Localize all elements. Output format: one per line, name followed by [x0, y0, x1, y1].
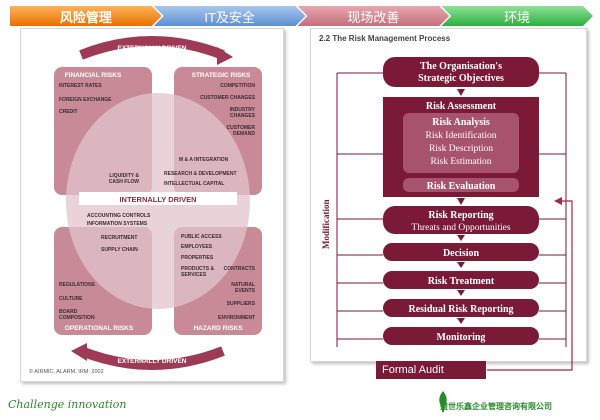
center-item: LIQUIDITY &: [109, 173, 139, 179]
financial-item: INTEREST RATES: [59, 83, 102, 89]
center-item: M & A INTEGRATION: [179, 157, 229, 163]
financial-risks-title: FINANCIAL RISKS: [65, 72, 122, 79]
operational-risks-title: OPERATIONAL RISKS: [65, 325, 134, 332]
operational-item: CULTURE: [59, 296, 83, 302]
top-tab-bar: 风险管理 IT及安全 现场改善 环境: [10, 6, 585, 26]
financial-item: FOREIGN EXCHANGE: [59, 97, 112, 103]
internal-band: [79, 192, 237, 205]
hazard-item: PUBLIC ACCESS: [181, 234, 222, 240]
operational-item: BOARD: [59, 309, 78, 315]
objectives-line1: The Organisation's: [420, 61, 502, 72]
risk-estimation: Risk Estimation: [431, 157, 492, 167]
center-item: INTELLECTUAL CAPITAL: [164, 181, 224, 187]
formal-audit-box: Formal Audit: [376, 361, 486, 379]
risk-analysis-title: Risk Analysis: [432, 117, 490, 128]
objectives-line2: Strategic Objectives: [418, 73, 504, 84]
risk-description: Risk Description: [429, 144, 493, 154]
hazard-item: CONTRACTS: [224, 266, 256, 272]
hazard-item: NATURAL: [231, 282, 255, 288]
hazard-item: ENVIRONMENT: [218, 315, 255, 321]
hazard-item: PROPERTIES: [181, 255, 214, 261]
external-arrow-top: [79, 36, 225, 60]
company-logo-icon: [439, 391, 447, 412]
hazard-item: PRODUCTS &: [181, 266, 214, 272]
strategic-item: CUSTOMER CHANGES: [200, 95, 256, 101]
objectives-box: [383, 57, 539, 87]
flow-arrow: [457, 262, 465, 268]
decision-label: Decision: [443, 248, 480, 259]
center-item: RESEARCH & DEVELOPMENT: [164, 171, 237, 177]
risk-analysis-box: [403, 113, 519, 173]
modification-label: Modification: [321, 200, 331, 250]
center-item: RECRUITMENT: [101, 235, 137, 241]
footer-company-name: 盛世乐鑫企业管理咨询有限公司: [440, 402, 552, 411]
center-item: ACCOUNTING CONTROLS: [87, 213, 151, 219]
flow-arrow: [457, 198, 465, 205]
risk-assessment-title: Risk Assessment: [426, 101, 497, 112]
footer-slogan: Challenge innovation: [8, 398, 127, 411]
operational-item: COMPOSITION: [59, 315, 95, 321]
risk-treatment-label: Risk Treatment: [428, 276, 495, 287]
internally-driven-label: INTERNALLY DRIVEN: [119, 195, 196, 204]
strategic-item: COMPETITION: [220, 83, 255, 89]
risk-evaluation-label: Risk Evaluation: [427, 181, 496, 192]
hazard-item: SERVICES: [181, 272, 207, 278]
hazard-risks-title: HAZARD RISKS: [193, 325, 243, 332]
process-heading: 2.2 The Risk Management Process: [319, 34, 451, 43]
strategic-risks-title: STRATEGIC RISKS: [192, 72, 251, 79]
strategic-item: CHANGES: [230, 113, 256, 119]
flow-arrow: [457, 318, 465, 324]
risk-evaluation-box: [403, 178, 519, 192]
risk-process-diagram: 2.2 The Risk Management Process Modifica…: [310, 28, 587, 362]
strategic-item: DEMAND: [233, 131, 255, 137]
risk-drivers-svg: EXTERNALLY DRIVEN EXTERNALLY DRIVEN INTE…: [29, 36, 262, 375]
operational-item: REGULATIONS: [59, 282, 96, 288]
risk-reporting-subtitle: Threats and Opportunities: [411, 223, 511, 233]
externally-driven-bottom: EXTERNALLY DRIVEN: [118, 358, 187, 365]
residual-risk-label: Residual Risk Reporting: [408, 304, 513, 315]
financial-item: CREDIT: [59, 109, 78, 115]
externally-driven-top: EXTERNALLY DRIVEN: [118, 45, 187, 52]
center-item: CASH FLOW: [109, 179, 140, 185]
tab-risk-management[interactable]: 风险管理: [10, 6, 162, 26]
risk-process-svg: 2.2 The Risk Management Process Modifica…: [319, 34, 567, 347]
center-item: SUPPLY CHAIN: [101, 247, 138, 253]
hazard-item: SUPPLIERS: [227, 301, 256, 307]
arrow-head-top: [217, 47, 233, 65]
risk-reporting-title: Risk Reporting: [428, 210, 493, 221]
hazard-item: EVENTS: [235, 288, 256, 294]
monitoring-label: Monitoring: [437, 332, 486, 343]
strategic-item: CUSTOMER: [226, 125, 255, 131]
hazard-item: EMPLOYEES: [181, 244, 213, 250]
arrow-head-bottom: [71, 343, 87, 361]
strategic-item: INDUSTRY: [230, 107, 256, 113]
tab-site-improvement[interactable]: 现场改善: [298, 6, 450, 26]
flow-arrow: [457, 290, 465, 296]
copyright-credit: © AIRMIC, ALARM, IRM: 2002: [29, 368, 104, 375]
risk-drivers-diagram: EXTERNALLY DRIVEN EXTERNALLY DRIVEN INTE…: [20, 28, 284, 382]
tab-it-security[interactable]: IT及安全: [154, 6, 306, 26]
risk-identification: Risk Identification: [426, 130, 497, 141]
external-arrow-bottom: [79, 346, 225, 370]
flow-arrow: [457, 89, 465, 96]
flow-arrow: [457, 235, 465, 241]
tab-environment[interactable]: 环境: [441, 6, 593, 26]
center-item: INFORMATION SYSTEMS: [87, 221, 148, 227]
